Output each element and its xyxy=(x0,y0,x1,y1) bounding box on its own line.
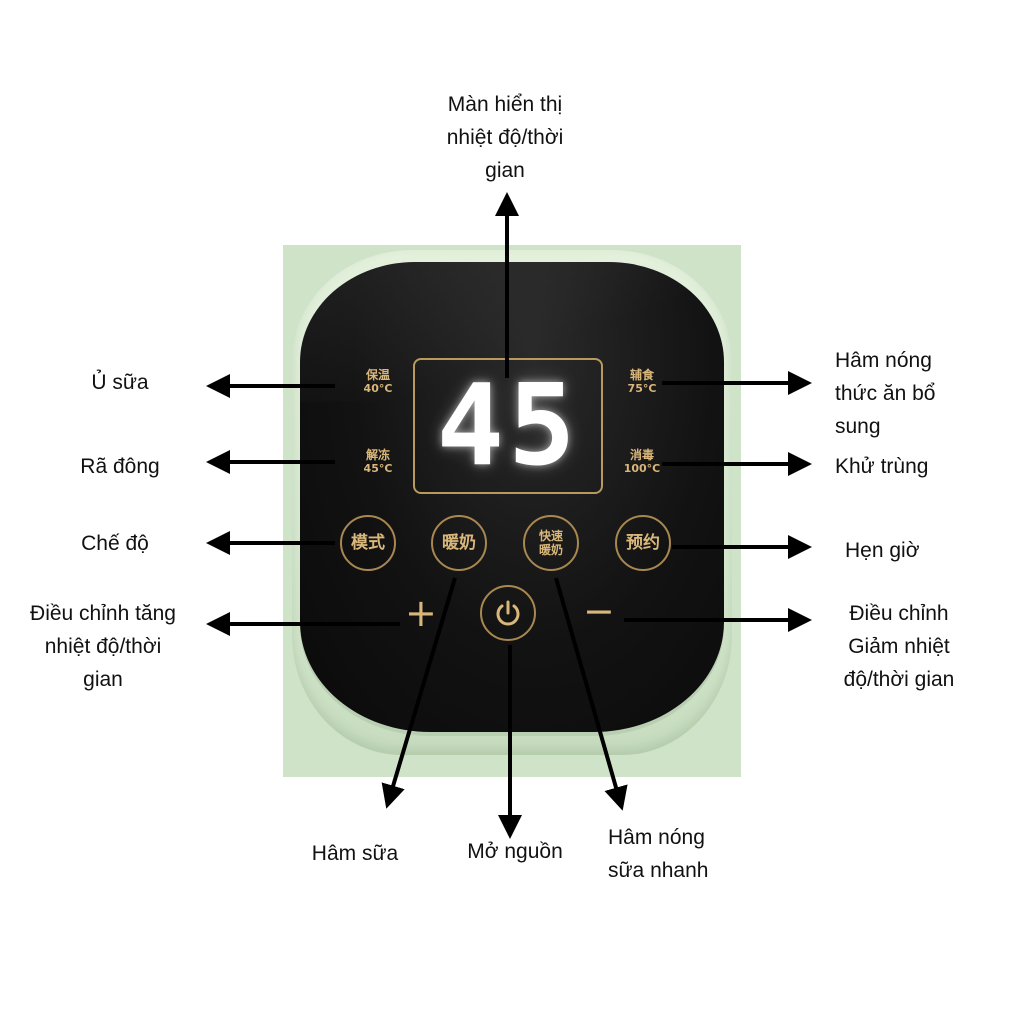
callout-mode: Chế độ xyxy=(60,527,170,560)
callout-display-text: Màn hiển thị nhiệt độ/thời gian xyxy=(447,93,564,182)
callout-decrease: Điều chỉnh Giảm nhiệt độ/thời gian xyxy=(818,597,980,696)
callout-schedule: Hẹn giờ xyxy=(845,534,995,567)
callout-power: Mở nguồn xyxy=(450,835,580,868)
callout-increase: Điều chỉnh tăng nhiệt độ/thời gian xyxy=(12,597,194,696)
arrow-warm-milk xyxy=(388,578,455,803)
callout-fast-warm: Hâm nóng sữa nhanh xyxy=(608,821,758,887)
callout-baby-food: Hâm nóng thức ăn bổ sung xyxy=(835,344,995,443)
callout-keep-warm: Ủ sữa xyxy=(70,366,170,399)
arrow-fast-warm xyxy=(556,578,621,805)
callout-fast-warm-text: Hâm nóng sữa nhanh xyxy=(608,826,708,882)
callout-baby-food-text: Hâm nóng thức ăn bổ sung xyxy=(835,349,935,438)
callout-decrease-text: Điều chỉnh Giảm nhiệt độ/thời gian xyxy=(844,602,955,691)
callout-increase-text: Điều chỉnh tăng nhiệt độ/thời gian xyxy=(30,602,176,691)
callout-sterilize: Khử trùng xyxy=(835,450,995,483)
callout-defrost: Rã đông xyxy=(60,450,180,483)
callout-warm-milk: Hâm sữa xyxy=(290,837,420,870)
callout-display: Màn hiển thị nhiệt độ/thời gian xyxy=(420,88,590,187)
